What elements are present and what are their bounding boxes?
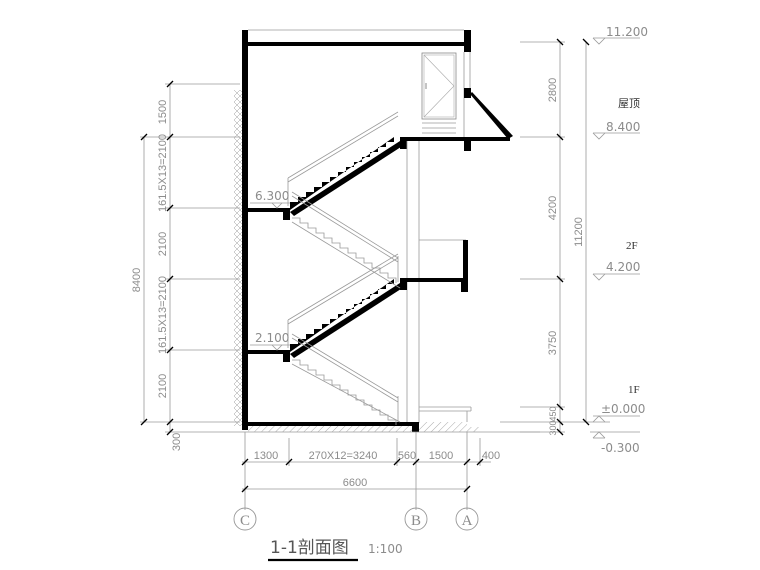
stair-flight-visible-upper bbox=[291, 191, 401, 289]
axis-bubble-b: B bbox=[404, 507, 428, 531]
level-marker-minus300: -0.300 bbox=[590, 431, 640, 455]
balcony-parapet bbox=[463, 240, 468, 282]
right-dim-3: 3750 bbox=[547, 331, 559, 355]
level-marker-roof: 屋顶 8.400 bbox=[592, 97, 640, 140]
axis-bubble-c: C bbox=[233, 507, 257, 531]
right-dimension-chain: 2800 4200 3750 450 300 11200 bbox=[500, 38, 590, 436]
svg-text:±0.000: ±0.000 bbox=[601, 402, 645, 416]
bottom-dim-5: 400 bbox=[482, 450, 500, 462]
ground-slab bbox=[248, 422, 416, 426]
drawing-scale: 1:100 bbox=[368, 542, 403, 556]
right-dim-1: 2800 bbox=[547, 78, 559, 102]
landing-elevation-lower: 2.100 bbox=[255, 331, 289, 345]
landing-lower bbox=[248, 350, 290, 354]
left-dim-2: 161.5X13=2100 bbox=[157, 134, 169, 212]
bottom-dim-4: 1500 bbox=[429, 450, 453, 462]
right-dim-4: 450 bbox=[548, 406, 558, 421]
bottom-dim-3: 560 bbox=[398, 450, 416, 462]
svg-text:A: A bbox=[462, 513, 473, 529]
svg-text:C: C bbox=[240, 513, 250, 529]
right-dim-total: 11200 bbox=[573, 217, 585, 247]
roof-level-slab bbox=[400, 137, 510, 141]
floor-label-2f: 2F bbox=[626, 240, 638, 252]
2f-slab bbox=[400, 278, 468, 282]
stair-flight-cut-upper bbox=[287, 111, 404, 216]
building-structure bbox=[234, 29, 540, 433]
left-dim-4: 161.5X13=2100 bbox=[157, 276, 169, 354]
drawing-title: 1-1剖面图 bbox=[270, 538, 349, 558]
svg-text:B: B bbox=[411, 513, 421, 529]
left-dim-5: 2100 bbox=[157, 374, 169, 398]
landing-level-upper: 6.300 bbox=[250, 189, 290, 209]
level-marker-2f: 2F 4.200 bbox=[592, 240, 640, 281]
left-dimension-chain: 1500 161.5X13=2100 2100 161.5X13=2100 21… bbox=[131, 80, 240, 451]
landing-level-lower: 2.100 bbox=[250, 331, 290, 351]
svg-text:-0.300: -0.300 bbox=[601, 441, 640, 455]
left-dim-total: 8400 bbox=[131, 268, 143, 292]
roof-slab bbox=[248, 42, 470, 46]
right-dim-5: 300 bbox=[548, 420, 558, 435]
axis-bubble-a: A bbox=[455, 507, 479, 531]
landing-upper bbox=[248, 208, 290, 212]
stair-flight-visible-lower bbox=[291, 333, 401, 425]
left-dim-below-grade: 300 bbox=[171, 433, 183, 451]
earth-hatch bbox=[234, 90, 242, 426]
drawing-title-block: 1-1剖面图 1:100 bbox=[268, 538, 403, 562]
left-wall bbox=[242, 32, 248, 430]
roof-left-cap bbox=[242, 30, 248, 44]
stair-flight-cut-lower bbox=[287, 253, 404, 358]
roof-door bbox=[421, 52, 457, 134]
bottom-dim-total: 6600 bbox=[343, 477, 367, 489]
canopy-beam bbox=[464, 88, 471, 98]
svg-text:4.200: 4.200 bbox=[606, 260, 640, 274]
svg-text:8.400: 8.400 bbox=[606, 120, 640, 134]
left-dim-1: 1500 bbox=[157, 100, 169, 124]
floor-label-1f: 1F bbox=[628, 384, 640, 396]
canopy bbox=[470, 92, 513, 139]
level-marker-11200: 11.200 bbox=[592, 25, 648, 45]
right-dim-2: 4200 bbox=[547, 196, 559, 220]
bottom-dimension-chain: 1300 270X12=3240 560 1500 400 6600 bbox=[241, 432, 500, 510]
bottom-dim-2: 270X12=3240 bbox=[309, 450, 378, 462]
floor-label-roof: 屋顶 bbox=[618, 97, 640, 110]
svg-text:11.200: 11.200 bbox=[606, 25, 648, 39]
bottom-dim-1: 1300 bbox=[254, 450, 278, 462]
landing-elevation-upper: 6.300 bbox=[255, 189, 289, 203]
roof-right-post bbox=[464, 30, 471, 52]
level-marker-1f: 1F ±0.000 bbox=[590, 384, 645, 423]
left-dim-3: 2100 bbox=[157, 232, 169, 256]
